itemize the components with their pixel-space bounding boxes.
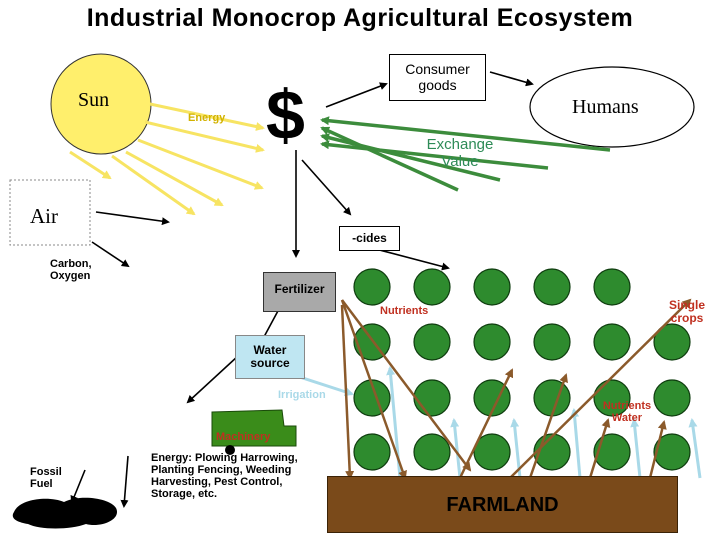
single-crops-label: Single crops — [668, 298, 705, 326]
water-source-box: Water source — [235, 335, 305, 379]
sun-label: Sun — [78, 89, 110, 111]
air-label: Air — [30, 204, 58, 228]
dollar-symbol: $ — [266, 76, 305, 154]
humans-label: Humans — [572, 96, 639, 118]
consumer-goods-box: Consumer goods — [389, 54, 486, 101]
nutrient-arrows — [340, 298, 692, 480]
fossil-fuel-label: Fossil Fuel — [30, 466, 62, 491]
energy-label: Energy — [188, 112, 226, 124]
humans-ellipse — [529, 66, 695, 148]
machinery-label: Machinery — [216, 431, 271, 443]
exchange-value-label: Exchange Value — [426, 136, 494, 170]
exchange-arrows — [320, 116, 611, 192]
cides-label: -cides — [352, 230, 387, 245]
water-source-label: Water source — [250, 342, 290, 370]
diagram-title: Industrial Monocrop Agricultural Ecosyst… — [86, 4, 634, 32]
sun-rays — [69, 102, 265, 216]
single-crops — [353, 268, 691, 471]
irrigation-label: Irrigation — [278, 389, 326, 401]
nutrients-water-label: Nutrients Water — [602, 400, 652, 425]
machinery-energy-text: Energy: Plowing Harrowing, Planting Fenc… — [151, 452, 298, 501]
nutrients-label: Nutrients — [380, 305, 429, 317]
fertilizer-box: Fertilizer — [263, 272, 336, 312]
air-box — [9, 179, 91, 246]
fossil-fuel-blob — [12, 497, 118, 529]
machinery-shape — [211, 409, 297, 455]
cides-box: -cides — [339, 226, 400, 251]
farmland-box: FARMLAND — [327, 476, 678, 533]
farmland-label: FARMLAND — [446, 493, 559, 516]
carbon-oxygen-label: Carbon, Oxygen — [50, 258, 92, 283]
fertilizer-label: Fertilizer — [274, 282, 325, 296]
consumer-goods-label: Consumer goods — [405, 61, 470, 93]
